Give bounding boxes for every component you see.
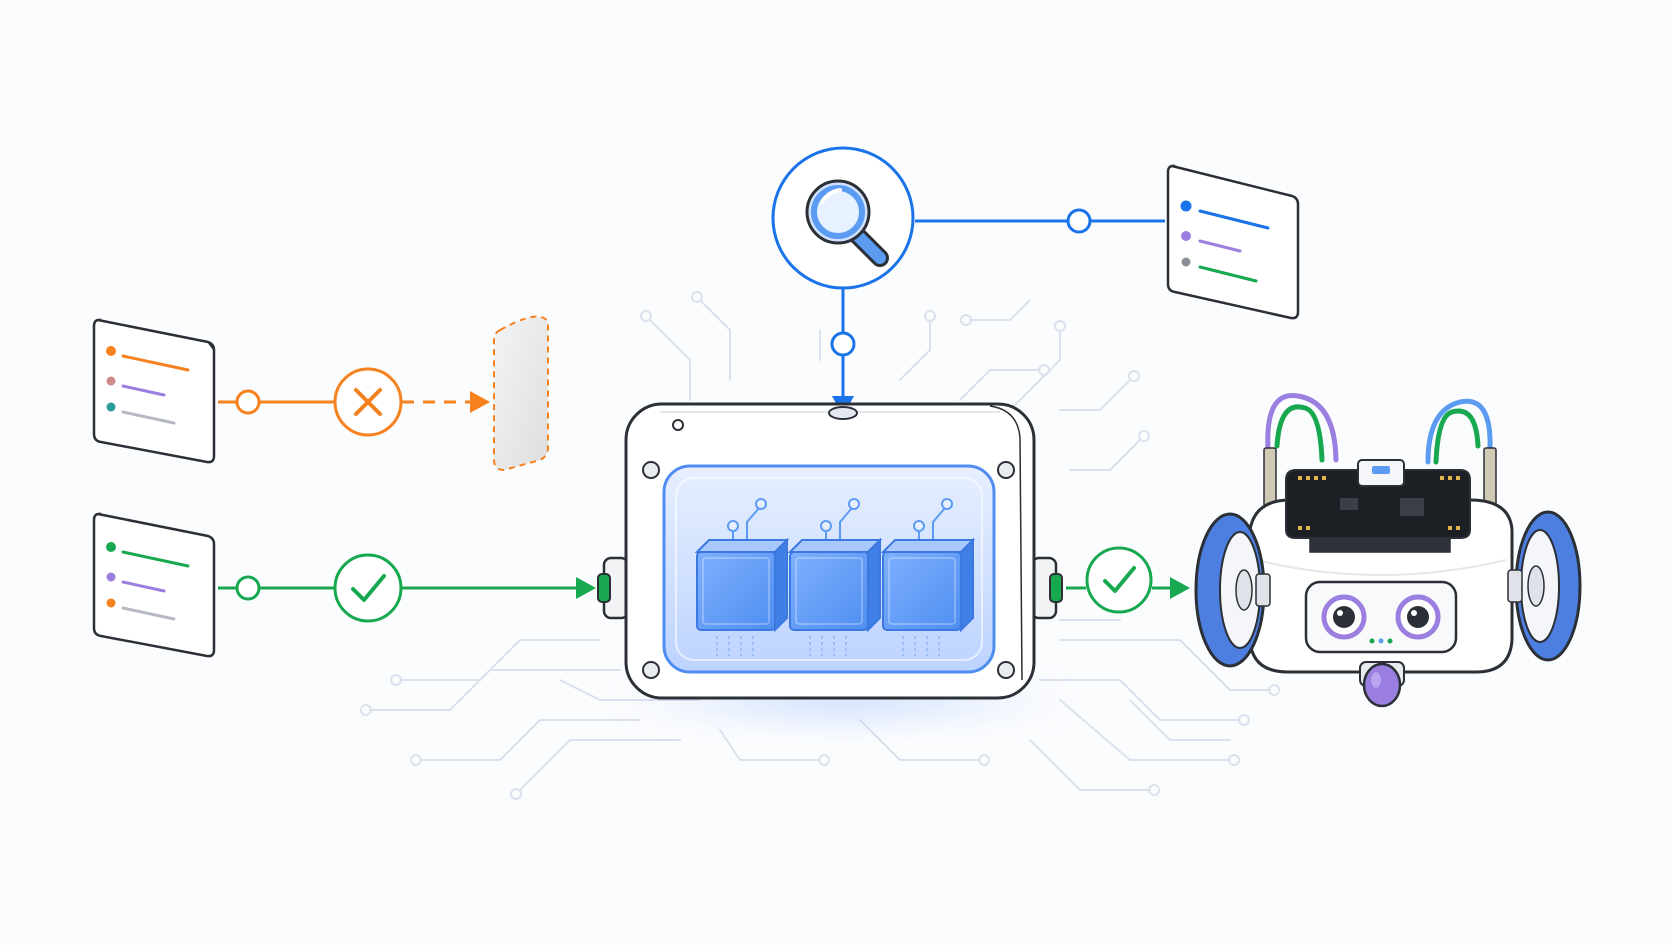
cube-icon xyxy=(694,498,790,656)
check-icon xyxy=(351,574,386,602)
processor-output-port xyxy=(1030,556,1063,620)
robot xyxy=(1194,392,1582,708)
accept-badge xyxy=(333,553,403,623)
reject-input-node xyxy=(235,389,261,415)
close-icon xyxy=(354,388,382,416)
accepted-document-card xyxy=(92,512,216,658)
inspector-top-node xyxy=(830,331,856,357)
inspector-side-node xyxy=(1066,208,1092,234)
robot-wheel-right xyxy=(1507,510,1582,662)
cube-icon xyxy=(880,498,976,656)
reject-badge xyxy=(333,367,403,437)
robot-wheel-left xyxy=(1194,512,1271,668)
output-badge xyxy=(1085,546,1153,614)
check-icon xyxy=(1103,566,1136,593)
output-flow-line xyxy=(1066,577,1190,599)
accepted-flow-line xyxy=(218,577,596,599)
robot-eye-left xyxy=(1321,594,1367,640)
processor-modules xyxy=(694,498,976,656)
robot-icon xyxy=(1194,392,1582,708)
magnifier-icon xyxy=(805,179,889,267)
cube-icon xyxy=(787,498,883,656)
robot-eye-right xyxy=(1395,594,1441,640)
placeholder-slot xyxy=(493,315,549,472)
inspector-node xyxy=(771,146,915,290)
rejected-flow-line xyxy=(218,391,490,413)
circuit-traces xyxy=(360,291,1280,800)
processor-input-port xyxy=(597,556,630,620)
accept-input-node xyxy=(235,575,261,601)
processor-unit xyxy=(597,402,1073,730)
inspected-document-card xyxy=(1166,164,1300,320)
connector-nodes xyxy=(235,208,1092,601)
rejected-document-card xyxy=(92,318,216,464)
